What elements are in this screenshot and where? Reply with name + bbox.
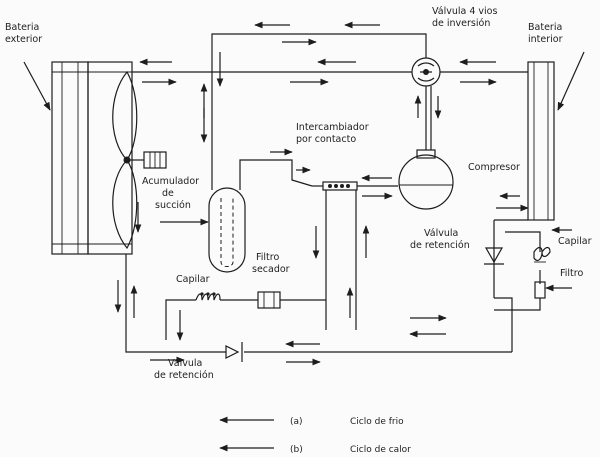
check-valve-bottom-icon — [225, 342, 243, 362]
label-intercambiador-1: Intercambiador — [296, 122, 369, 133]
label-valvula-retencion-bottom-2: de retención — [154, 370, 214, 381]
legend-key-a: (a) — [290, 417, 303, 427]
pipe-network — [125, 33, 541, 353]
label-intercambiador-2: por contacto — [296, 134, 356, 145]
label-capilar-left: Capilar — [176, 274, 210, 285]
outdoor-coil — [51, 61, 167, 255]
label-bateria-exterior-1: Bateria — [5, 22, 39, 33]
label-filtro-secador-1: Filtro — [256, 252, 279, 263]
legend: (a) Ciclo de frio (b) Ciclo de calor — [219, 416, 411, 455]
contact-heat-exchanger-icon — [312, 181, 398, 191]
label-filtro-right: Filtro — [560, 268, 583, 279]
label-compresor: Compresor — [468, 162, 520, 173]
capillary-left-icon — [195, 292, 221, 301]
label-bateria-interior-1: Bateria — [528, 22, 562, 33]
legend-text-b: Ciclo de calor — [350, 445, 411, 455]
capillary-right-icon — [533, 246, 551, 263]
label-acumulador-1: Acumulador — [142, 176, 199, 187]
suction-accumulator-icon — [208, 187, 246, 273]
label-bateria-exterior-2: exterior — [5, 34, 42, 45]
label-valvula-retencion-bottom-1: Válvula — [168, 358, 202, 369]
indoor-coil — [527, 61, 555, 221]
component-labels: Bateria exterior Bateria interior Válvul… — [5, 6, 592, 381]
label-capilar-right: Capilar — [558, 236, 592, 247]
label-valvula-4-vias-2: de inversión — [432, 18, 490, 29]
fan-motor-icon — [143, 151, 167, 169]
label-filtro-secador-2: secador — [252, 264, 290, 275]
compressor-icon — [398, 149, 454, 210]
flow-arrows — [23, 21, 585, 366]
filter-right-icon — [534, 281, 546, 299]
fan-icon — [112, 70, 144, 250]
label-acumulador-2: de — [162, 188, 174, 199]
filter-dryer-icon — [257, 291, 281, 309]
label-acumulador-3: succión — [155, 200, 191, 211]
legend-key-b: (b) — [290, 445, 303, 455]
legend-text-a: Ciclo de frio — [350, 417, 404, 427]
label-bateria-interior-2: interior — [528, 34, 563, 45]
label-valvula-retencion-right-1: Válvula — [424, 228, 458, 239]
label-valvula-retencion-right-2: de retención — [410, 240, 470, 251]
check-valve-right-icon — [484, 247, 504, 265]
four-way-valve-icon — [411, 57, 441, 87]
label-valvula-4-vias-1: Válvula 4 vios — [432, 6, 497, 17]
